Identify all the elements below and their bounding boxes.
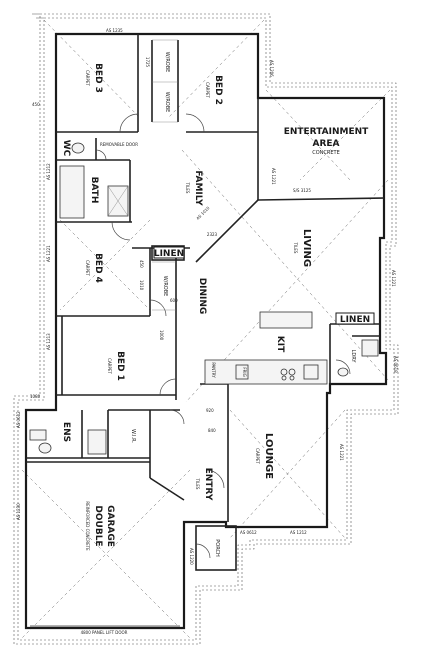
dim-3125: S/S 3125 [293, 188, 311, 193]
room-kit: KIT [275, 336, 285, 353]
room-bed4: BED 4 [93, 253, 103, 283]
room-garage-line1: DOUBLE [93, 505, 103, 546]
dim-1725: 1725 [145, 57, 150, 68]
dim-1080: 1080 [30, 394, 41, 399]
code-as1221-d: AS 1221 [339, 444, 344, 461]
room-linen-2: LINEN [340, 315, 370, 325]
note-carpet-lounge: CARPET [255, 448, 260, 464]
room-wrobe-1: W/ROBE [164, 52, 170, 73]
room-ens: ENS [61, 422, 71, 442]
code-as1221-a: AS 1221 [271, 168, 276, 185]
code-as1213: AS 1213 [46, 333, 51, 350]
dim-840: 840 [208, 428, 216, 433]
code-as0612: AS 0612 [16, 411, 21, 428]
note-carpet-bed1: CARPET [107, 358, 112, 374]
room-wir: W.I.R. [130, 429, 136, 443]
note-carpet-bed3: CARPET [85, 70, 90, 86]
dim-450-b: 450 [139, 260, 144, 268]
room-entertainment-line1: ENTERTAINMENT [284, 127, 369, 137]
eave-outline-outer [13, 13, 399, 645]
room-wc: WC [61, 140, 71, 157]
kitchen-bench [204, 359, 328, 385]
kitchen-island [259, 311, 313, 329]
note-carpet-bed4: CARPET [85, 260, 90, 276]
exterior-walls [24, 32, 388, 630]
room-family: FAMILY [193, 170, 203, 206]
code-as1010: AS 1010 [195, 205, 211, 221]
dim-1010: 1010 [139, 280, 144, 291]
note-frig: FRIG [242, 367, 247, 376]
linen-box-2 [335, 312, 375, 325]
room-bed1: BED 1 [115, 351, 125, 381]
code-as1235: AS 1235 [106, 28, 123, 33]
note-garage-door: 4800 PANEL LIFT DOOR [81, 630, 128, 635]
dim-450-a: 450 [32, 102, 40, 107]
room-wrobe-3: W/ROBE [162, 276, 168, 297]
room-linen: LINEN [154, 249, 184, 259]
note-removable-door: REMOVABLE DOOR [100, 142, 138, 147]
wardrobe-hatching [152, 39, 178, 311]
room-porch: PORCH [214, 539, 220, 557]
note-pantry: PANTRY [211, 362, 216, 378]
door-swings [95, 113, 351, 559]
dim-600: 600 [170, 298, 178, 303]
kitchen-appliances [235, 364, 319, 381]
code-as1212-b: AS 1212 [290, 530, 307, 535]
code-as1221-c: AS 1221 [46, 245, 51, 262]
room-entry: ENTRY [203, 468, 213, 501]
roof-hip-lines [21, 19, 391, 639]
code-as0618: AS 0618 [393, 356, 398, 373]
code-as1230: AS 1230 [16, 503, 21, 520]
room-dining: DINING [197, 278, 207, 315]
code-as0612-b: AS 0612 [240, 530, 257, 535]
note-tiles-family: TILES [185, 182, 190, 194]
code-as1206: AS 1206 [269, 60, 274, 77]
room-entertainment-line2: AREA [312, 139, 339, 149]
room-living: LIVING [301, 229, 312, 267]
room-wrobe-2: W/ROBE [164, 92, 170, 113]
room-garage-line2: GARAGE [105, 505, 115, 547]
room-bed3: BED 3 [93, 63, 103, 93]
bath-fixtures [29, 142, 379, 455]
dim-1000: 1000 [159, 330, 164, 341]
note-tiles-living: TILES [293, 242, 298, 254]
note-carpet-bed2: CARPET [205, 82, 210, 98]
note-reinforced-concrete: REINFORCED CONCRETE [85, 501, 90, 551]
note-concrete: CONCRETE [312, 150, 340, 156]
room-lounge: LOUNGE [263, 433, 274, 479]
code-as1220: AS 1220 [189, 548, 194, 565]
dim-2323: 2323 [207, 232, 218, 237]
code-as1221-b: AS 1221 [391, 270, 396, 287]
code-as1212: AS 1212 [46, 163, 51, 180]
linen-box [153, 246, 185, 259]
room-bath: BATH [89, 177, 99, 204]
eave-outline [17, 17, 395, 641]
room-bed2: BED 2 [213, 75, 223, 105]
room-ldry: LDRY [350, 350, 356, 364]
dim-920: 920 [206, 408, 214, 413]
note-tiles-entry: TILES [195, 478, 200, 490]
